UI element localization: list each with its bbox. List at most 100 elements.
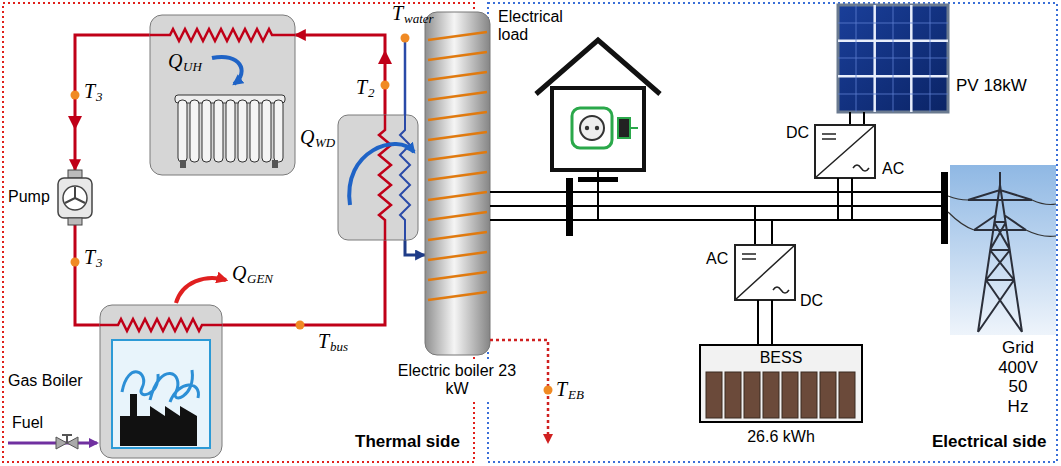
flow-arrows	[68, 50, 392, 130]
battery-storage	[782, 372, 798, 418]
pv-array	[850, 112, 864, 125]
temperature-dots	[71, 34, 553, 395]
converter-port: AC	[706, 250, 728, 268]
underfloor-heating	[238, 100, 247, 162]
battery-storage	[744, 372, 760, 418]
temperature-dots	[401, 34, 410, 43]
gas-boiler	[176, 278, 226, 303]
water-heat-exchanger	[338, 115, 418, 240]
boiler-label: Electric boiler 23 kW	[392, 362, 522, 399]
heat-exchanger-box: QWD	[338, 115, 418, 240]
ac-bus	[566, 178, 573, 236]
variable-symbol: T	[84, 246, 95, 269]
pv-array	[815, 125, 875, 178]
underfloor-heating-box: QUH	[150, 15, 295, 175]
house-icon	[552, 88, 644, 170]
subscript: GEN	[247, 272, 273, 287]
grid-pylon	[948, 196, 1056, 236]
temperature-dots	[296, 321, 305, 330]
pv-array	[838, 178, 852, 220]
fuel-line	[56, 437, 67, 449]
battery-storage	[755, 206, 772, 245]
underfloor-heating	[212, 57, 242, 84]
subscript: 2	[368, 86, 375, 101]
pv-array	[815, 5, 948, 220]
pump-node: Pump	[55, 170, 95, 225]
house-icon	[585, 126, 589, 130]
converter-port: DC	[800, 292, 823, 310]
region-title: Electrical side	[932, 432, 1046, 452]
temperature-dots	[71, 91, 80, 100]
gas-boiler-box: Gas Boiler	[100, 305, 222, 458]
electric-boiler	[425, 12, 490, 355]
underfloor-heating	[262, 100, 271, 162]
electric-boiler: Electric boiler 23 kW	[425, 12, 490, 355]
battery-storage	[735, 245, 795, 300]
subscript: bus	[330, 340, 348, 355]
ac-bus	[941, 172, 948, 244]
subscript: WD	[315, 136, 335, 151]
battery-box: BESS26.6 kWh	[700, 345, 862, 422]
house-icon	[536, 40, 660, 94]
battery-storage	[801, 372, 817, 418]
underfloor-heating	[150, 29, 295, 41]
fuel-line	[8, 435, 97, 449]
ac-bus	[490, 192, 945, 220]
load-label: Electrical load	[498, 8, 586, 45]
water-heat-exchanger	[338, 38, 418, 240]
fuel-line	[8, 442, 97, 445]
grid-pylon	[968, 172, 1032, 332]
grid-pylon	[950, 165, 1056, 335]
underfloor-heating	[274, 100, 283, 162]
water-pipe	[75, 225, 100, 325]
subscript: EB	[568, 388, 584, 403]
region-borders	[3, 3, 1057, 462]
load-house: Electrical load	[540, 40, 656, 170]
grid-node: Grid 400V 50 Hz	[950, 165, 1056, 335]
battery-storage	[763, 372, 779, 418]
gas-boiler	[100, 305, 222, 458]
battery-storage	[725, 372, 741, 418]
variable-symbol: Q	[232, 262, 246, 285]
pump-symbol	[63, 186, 87, 210]
subscript: water	[404, 12, 434, 27]
pump-symbol	[65, 187, 85, 203]
boiler-label: Gas Boiler	[8, 372, 83, 390]
battery-storage	[700, 206, 862, 422]
house-icon	[580, 116, 604, 140]
flow-arrows	[68, 116, 82, 130]
region-title: Thermal side	[355, 432, 460, 452]
water-heat-exchanger	[379, 115, 391, 240]
subscript: UH	[183, 60, 202, 75]
underfloor-heating	[214, 100, 223, 162]
water-heat-exchanger	[404, 38, 407, 115]
heat-symbol: Q	[168, 50, 182, 73]
battery-storage	[820, 372, 836, 418]
battery-storage	[700, 345, 862, 422]
water-pipe	[75, 35, 150, 170]
capacity-label: 26.6 kWh	[700, 428, 862, 446]
water-heat-exchanger	[400, 115, 410, 240]
pump-symbol	[68, 218, 82, 225]
underfloor-heating	[226, 100, 235, 162]
house-icon	[618, 118, 638, 138]
temperature-dots	[544, 386, 553, 395]
gas-boiler	[100, 319, 222, 331]
pv-panel: PV 18kW	[838, 5, 948, 112]
pv-array	[815, 125, 875, 178]
fuel-line	[67, 437, 78, 449]
variable-symbol: T	[356, 76, 367, 99]
hot-water-pipe	[405, 240, 425, 255]
pump-symbol	[58, 170, 92, 225]
underfloor-heating	[150, 15, 295, 175]
underfloor-heating	[272, 160, 278, 168]
grid-pylon	[948, 165, 1056, 335]
temperature-dots	[381, 81, 390, 90]
fuel-line	[62, 435, 72, 443]
variable-symbol: T	[556, 378, 567, 401]
temperature-dots	[71, 258, 80, 267]
underfloor-heating	[178, 100, 187, 162]
pv-array	[838, 5, 948, 112]
